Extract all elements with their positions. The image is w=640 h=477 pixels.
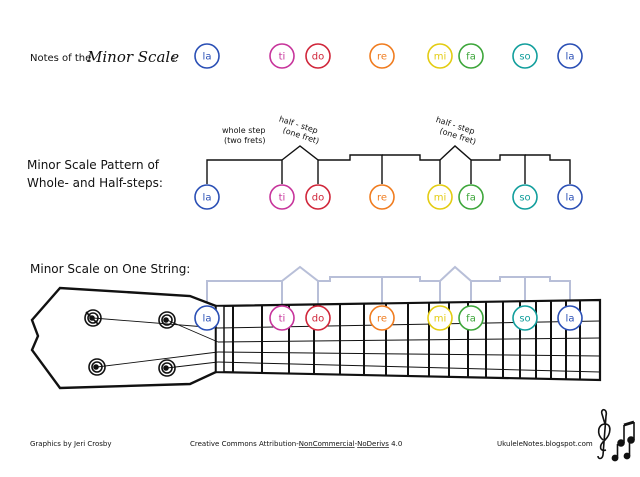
string-line	[217, 351, 601, 357]
note-label: fa	[466, 52, 476, 63]
note-label: ti	[279, 52, 286, 63]
site-link[interactable]: UkuleleNotes.blogspot.com	[497, 440, 593, 448]
note-label: re	[377, 52, 387, 63]
note-circle-la: la	[194, 43, 220, 69]
row3-notes: la ti do re mi fa so la	[194, 305, 583, 331]
step-bracket	[206, 145, 571, 184]
note-circle-ti: ti	[269, 184, 295, 210]
note-circle-fa: fa	[458, 305, 484, 331]
note-circle-so: so	[512, 305, 538, 331]
note-circle-re: re	[369, 184, 395, 210]
note-label: mi	[434, 314, 447, 325]
note-label: la	[203, 52, 212, 63]
note-circle-ti: ti	[269, 305, 295, 331]
one-string-label: Minor Scale on One String:	[30, 262, 190, 276]
note-circle-do: do	[305, 305, 331, 331]
string-bracket	[206, 265, 571, 305]
note-label: fa	[466, 193, 476, 204]
note-circle-fa: fa	[458, 184, 484, 210]
note-circle-mi: mi	[427, 184, 453, 210]
note-circle-re: re	[369, 305, 395, 331]
note-label: do	[312, 193, 324, 204]
note-circle-so: so	[512, 184, 538, 210]
note-circle-la: la	[194, 305, 220, 331]
note-circle-do: do	[305, 184, 331, 210]
note-label: do	[312, 52, 324, 63]
note-label: ti	[279, 193, 286, 204]
row2-notes: la ti do re mi fa so la	[194, 184, 583, 210]
note-label: la	[566, 193, 575, 204]
license-text: Creative Commons Attribution-NonCommerci…	[190, 440, 402, 448]
note-circle-la: la	[194, 184, 220, 210]
note-circle-mi: mi	[427, 43, 453, 69]
note-label: la	[203, 193, 212, 204]
note-label: mi	[434, 52, 447, 63]
note-label: mi	[434, 193, 447, 204]
note-label: la	[566, 314, 575, 325]
header-title: Minor Scale	[86, 48, 179, 66]
row1-notes: la ti do re mi fa so la	[194, 43, 583, 69]
credit-text: Graphics by Jeri Crosby	[30, 440, 112, 448]
note-circle-mi: mi	[427, 305, 453, 331]
note-label: so	[519, 52, 530, 63]
note-circle-la: la	[557, 184, 583, 210]
note-label: so	[519, 314, 530, 325]
whole-step-sub: (two frets)	[224, 136, 266, 145]
note-label: la	[203, 314, 212, 325]
ukulele-headstock	[30, 286, 218, 390]
pattern-label-line2: Whole- and Half-steps:	[27, 176, 163, 190]
note-label: ti	[279, 314, 286, 325]
note-circle-la: la	[557, 305, 583, 331]
headstock-strings	[92, 317, 219, 369]
whole-step-label: whole step	[222, 126, 266, 135]
note-label: la	[566, 52, 575, 63]
note-label: fa	[466, 314, 476, 325]
note-circle-fa: fa	[458, 43, 484, 69]
note-label: re	[377, 193, 387, 204]
pattern-label-line1: Minor Scale Pattern of	[27, 158, 160, 172]
note-circle-ti: ti	[269, 43, 295, 69]
nut	[215, 305, 225, 373]
note-label: re	[377, 314, 387, 325]
note-circle-re: re	[369, 43, 395, 69]
string-line	[217, 361, 601, 373]
string-line	[217, 337, 601, 343]
note-circle-la: la	[557, 43, 583, 69]
note-circle-do: do	[305, 43, 331, 69]
treble-clef-notes-icon	[597, 408, 635, 462]
header-colon: :	[172, 51, 176, 64]
note-label: do	[312, 314, 324, 325]
header-prefix: Notes of the	[30, 53, 91, 64]
note-circle-so: so	[512, 43, 538, 69]
note-label: so	[519, 193, 530, 204]
